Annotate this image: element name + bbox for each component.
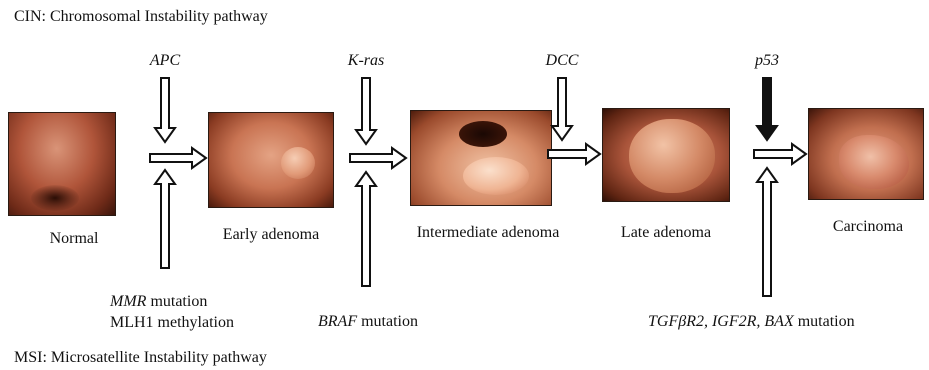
arrow-down-dcc bbox=[552, 78, 572, 140]
arrow-up-tgf bbox=[757, 168, 777, 296]
arrow-down-p53 bbox=[757, 78, 777, 140]
arrow-right-late-to-carcinoma bbox=[754, 144, 806, 164]
arrow-right-early-to-intermediate bbox=[350, 148, 406, 168]
arrow-down-kras bbox=[356, 78, 376, 144]
arrow-right-normal-to-early bbox=[150, 148, 206, 168]
arrow-up-braf bbox=[356, 172, 376, 286]
arrow-right-intermediate-to-late bbox=[548, 144, 600, 164]
arrow-down-apc bbox=[155, 78, 175, 142]
arrow-up-mmr bbox=[155, 170, 175, 268]
